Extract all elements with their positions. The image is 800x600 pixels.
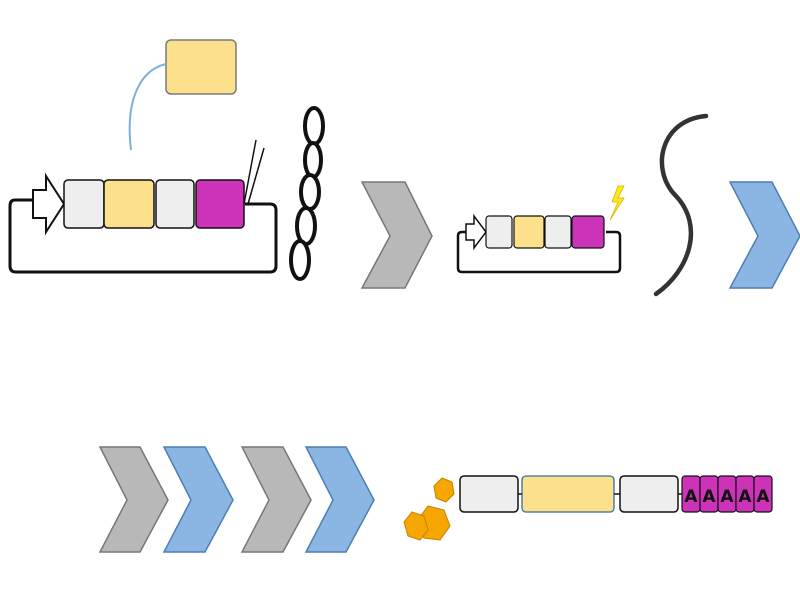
binding-connector-arrow — [128, 63, 167, 151]
poly-a-letter: A — [684, 487, 698, 507]
step-chevron-grey — [360, 181, 433, 289]
poly-a-tail: A A A A A — [681, 475, 773, 513]
poly-a-letter: A — [720, 487, 734, 507]
step-chevron-blue — [728, 181, 800, 289]
terminator-line — [243, 139, 257, 205]
gene-segment-magenta — [195, 179, 245, 229]
poly-a-letter: A — [756, 487, 770, 507]
mature-mrna: A A A A A — [403, 475, 773, 541]
transcription-factor-icon — [165, 39, 237, 95]
step-chevron-blue-b2 — [162, 446, 234, 553]
gene-segment-magenta-small — [571, 215, 605, 249]
poly-a-box — [753, 475, 773, 513]
terminator-line-2 — [247, 147, 265, 205]
hexagon-cap-icon — [433, 477, 455, 503]
chevron-row — [98, 446, 375, 553]
gene-segment-grey-2 — [155, 179, 195, 229]
step-chevron-grey-b1 — [98, 446, 169, 553]
promoter-arrow-icon-small — [465, 213, 487, 251]
mrna-segment-yellow — [521, 475, 615, 513]
step-chevron-blue-b4 — [304, 446, 375, 553]
dna-loop-small — [456, 230, 622, 274]
gene-segment-yellow-small — [513, 215, 545, 249]
mrna-segment-grey — [459, 475, 519, 513]
gene-segment-grey-small — [485, 215, 513, 249]
step-chevron-grey-b3 — [240, 446, 312, 553]
mrna-segment-grey-2 — [619, 475, 679, 513]
poly-a-letter: A — [702, 487, 716, 507]
hexagon-cap-icon-3 — [403, 511, 429, 541]
nucleosome-chain-icon — [289, 106, 325, 281]
gene-segment-grey — [63, 179, 105, 229]
gene-segment-yellow — [103, 179, 155, 229]
poly-a-letter: A — [738, 487, 752, 507]
s-curve-icon — [653, 113, 709, 297]
dna-loop — [8, 198, 278, 274]
lightning-icon — [609, 185, 625, 221]
gene-segment-grey-small-2 — [544, 215, 572, 249]
promoter-arrow-icon — [32, 172, 66, 236]
panel-gene-activation — [8, 39, 325, 281]
panel-transcription — [456, 185, 625, 274]
